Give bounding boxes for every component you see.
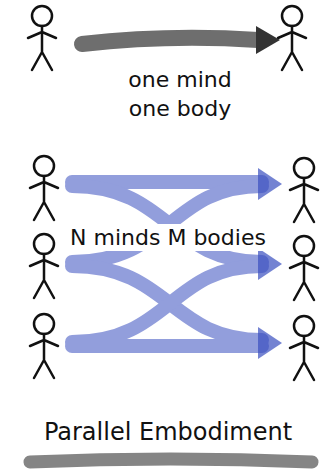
- caption: Parallel Embodiment: [44, 418, 292, 446]
- stick-figure: [278, 6, 306, 70]
- arrow-head: [258, 248, 282, 280]
- blue-arrow: [72, 266, 262, 342]
- brush-stroke: [30, 459, 312, 462]
- gray-arrow: [82, 38, 258, 44]
- blue-arrow-heads: [258, 168, 282, 359]
- stick-figure: [290, 158, 318, 222]
- blue-arrow: [72, 339, 262, 353]
- stick-figure: [30, 234, 58, 298]
- arrow-head: [258, 168, 282, 200]
- arrow-head: [258, 327, 282, 359]
- stick-figure: [290, 316, 318, 380]
- stick-figure: [290, 236, 318, 300]
- arrow-head: [256, 26, 280, 54]
- note-label: one mind one body: [118, 66, 242, 123]
- stick-figure: [28, 6, 56, 70]
- blue-arrows: [72, 182, 262, 346]
- note-label: N minds M bodies: [66, 224, 270, 251]
- stick-figure: [30, 156, 58, 220]
- stick-figure: [30, 314, 58, 378]
